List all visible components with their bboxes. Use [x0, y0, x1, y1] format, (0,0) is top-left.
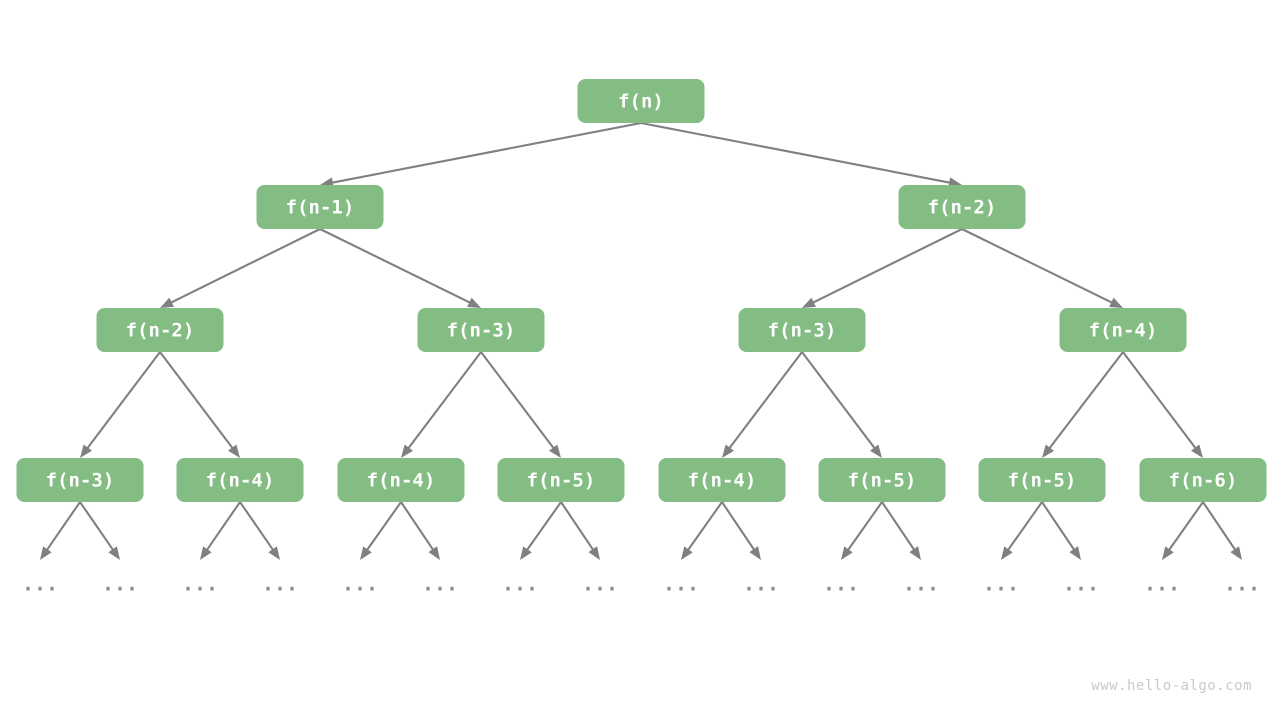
ellipsis-e8: ...	[663, 572, 699, 596]
ellipsis-edge-e11	[881, 501, 921, 560]
ellipsis-edge-e12	[1001, 501, 1043, 560]
node-label: f(n-3)	[447, 320, 516, 342]
watermark-label: www.hello-algo.com	[1091, 678, 1252, 694]
nodes-layer: f(n) f(n-1) f(n-2) f(n-2) f(n-3) f(n-3) f(n-4)…	[16, 79, 1267, 502]
ellipsis-e7: ...	[582, 572, 618, 596]
ellipsis-edge-e7	[560, 501, 600, 560]
ellipsis-e1: ...	[102, 572, 138, 596]
ellipsis-e9: ...	[743, 572, 779, 596]
tree-edge-n3-to-n8	[159, 351, 240, 458]
ellipsis-layer: ........................................…	[22, 572, 1260, 596]
ellipsis-edge-e1	[79, 501, 120, 560]
node-label: f(n)	[618, 91, 664, 113]
node-box	[978, 458, 1106, 502]
ellipsis-edge-e0	[40, 501, 81, 560]
tree-edge-n4-to-n10	[480, 351, 561, 458]
node-box	[1139, 458, 1267, 502]
ellipsis-e0: ...	[22, 572, 58, 596]
node-box	[738, 308, 866, 352]
tree-node-n1[interactable]: f(n-1)	[256, 185, 384, 229]
ellipsis-e13: ...	[1063, 572, 1099, 596]
tree-node-n6[interactable]: f(n-4)	[1059, 308, 1187, 352]
ellipsis-e10: ...	[823, 572, 859, 596]
node-label: f(n-5)	[1008, 470, 1077, 492]
node-box	[337, 458, 465, 502]
node-label: f(n-1)	[286, 197, 355, 219]
ellipsis-e15: ...	[1224, 572, 1260, 596]
tree-node-n11[interactable]: f(n-4)	[658, 458, 786, 502]
node-label: f(n-4)	[367, 470, 436, 492]
node-label: f(n-6)	[1169, 470, 1238, 492]
ellipsis-edge-e15	[1202, 501, 1242, 560]
node-label: f(n-3)	[768, 320, 837, 342]
node-label: f(n-5)	[527, 470, 596, 492]
tree-node-n0[interactable]: f(n)	[577, 79, 705, 123]
tree-edge-n2-to-n6	[961, 228, 1123, 308]
node-label: f(n-4)	[688, 470, 757, 492]
ellipsis-edge-e4	[360, 501, 402, 560]
edges-layer	[80, 121, 1203, 458]
tree-node-n14[interactable]: f(n-6)	[1139, 458, 1267, 502]
ellipsis-e3: ...	[262, 572, 298, 596]
ellipsis-e4: ...	[342, 572, 378, 596]
tree-edge-n0-to-n1	[320, 121, 642, 188]
ellipsis-edge-e5	[400, 501, 440, 560]
node-box	[898, 185, 1026, 229]
node-label: f(n-2)	[126, 320, 195, 342]
tree-edge-n1-to-n4	[319, 228, 481, 308]
node-label: f(n-4)	[1089, 320, 1158, 342]
ellipsis-e11: ...	[903, 572, 939, 596]
node-box	[16, 458, 144, 502]
tree-node-n13[interactable]: f(n-5)	[978, 458, 1106, 502]
tree-node-n4[interactable]: f(n-3)	[417, 308, 545, 352]
ellipsis-edge-e13	[1041, 501, 1081, 560]
node-box	[577, 79, 705, 123]
node-label: f(n-4)	[206, 470, 275, 492]
tree-node-n8[interactable]: f(n-4)	[176, 458, 304, 502]
node-label: f(n-2)	[928, 197, 997, 219]
tree-node-n5[interactable]: f(n-3)	[738, 308, 866, 352]
ellipsis-edge-e3	[239, 501, 280, 560]
tree-node-n7[interactable]: f(n-3)	[16, 458, 144, 502]
tree-edge-n1-to-n3	[160, 228, 321, 308]
tree-edge-n5-to-n11	[722, 351, 803, 458]
ellipsis-edge-e8	[681, 501, 723, 560]
tree-node-n9[interactable]: f(n-4)	[337, 458, 465, 502]
ellipsis-e5: ...	[422, 572, 458, 596]
ellipsis-edge-e2	[200, 501, 241, 560]
tree-edge-n6-to-n14	[1122, 351, 1203, 458]
node-box	[497, 458, 625, 502]
ellipsis-e14: ...	[1144, 572, 1180, 596]
tree-edge-n3-to-n7	[80, 351, 161, 458]
tree-edge-n5-to-n12	[801, 351, 882, 458]
tree-edge-n0-to-n2	[640, 121, 962, 188]
tree-edge-n6-to-n13	[1042, 351, 1124, 458]
node-box	[1059, 308, 1187, 352]
tree-node-n12[interactable]: f(n-5)	[818, 458, 946, 502]
tree-edge-n4-to-n9	[401, 351, 482, 458]
node-label: f(n-5)	[848, 470, 917, 492]
ellipsis-edge-e14	[1162, 501, 1204, 560]
ellipsis-edge-e6	[520, 501, 562, 560]
ellipsis-edge-e10	[841, 501, 883, 560]
ellipsis-e12: ...	[983, 572, 1019, 596]
tree-node-n10[interactable]: f(n-5)	[497, 458, 625, 502]
node-box	[417, 308, 545, 352]
ellipsis-e6: ...	[502, 572, 538, 596]
tree-node-n2[interactable]: f(n-2)	[898, 185, 1026, 229]
node-box	[256, 185, 384, 229]
node-box	[658, 458, 786, 502]
tree-edge-n2-to-n5	[802, 228, 963, 308]
ellipsis-e2: ...	[182, 572, 218, 596]
node-box	[176, 458, 304, 502]
node-box	[96, 308, 224, 352]
node-label: f(n-3)	[46, 470, 115, 492]
tree-node-n3[interactable]: f(n-2)	[96, 308, 224, 352]
ellipsis-edge-e9	[721, 501, 761, 560]
ellipsis-arrows-layer	[40, 501, 1242, 560]
node-box	[818, 458, 946, 502]
